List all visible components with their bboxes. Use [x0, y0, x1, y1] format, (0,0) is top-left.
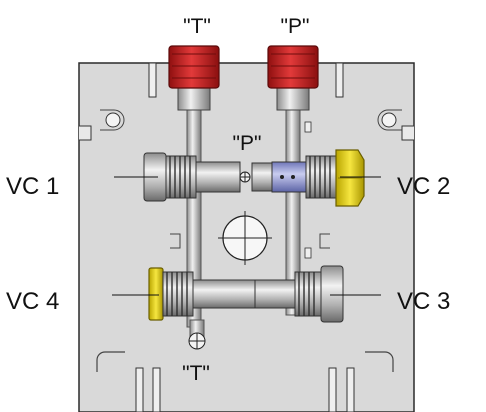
- p-bore-center: [239, 171, 251, 183]
- cartridge-vc3: [254, 265, 344, 323]
- label-vc3: VC 3: [397, 288, 450, 315]
- label-vc2: VC 2: [397, 173, 450, 200]
- label-port-t-bottom: "T": [182, 362, 210, 385]
- label-vc4: VC 4: [6, 288, 59, 315]
- center-mounting-hole: [218, 211, 272, 265]
- label-port-p-top: "P": [281, 15, 310, 38]
- label-port-t-top: "T": [183, 15, 211, 38]
- label-vc1: VC 1: [6, 173, 59, 200]
- cartridge-vc4: [148, 267, 256, 321]
- cartridge-vc2: [251, 149, 365, 207]
- port-plug-t: [168, 45, 220, 111]
- port-plug-p: [267, 45, 319, 111]
- leader-lines: [112, 176, 381, 296]
- label-port-p-center: "P": [233, 132, 262, 155]
- t-port-bottom: [188, 319, 206, 350]
